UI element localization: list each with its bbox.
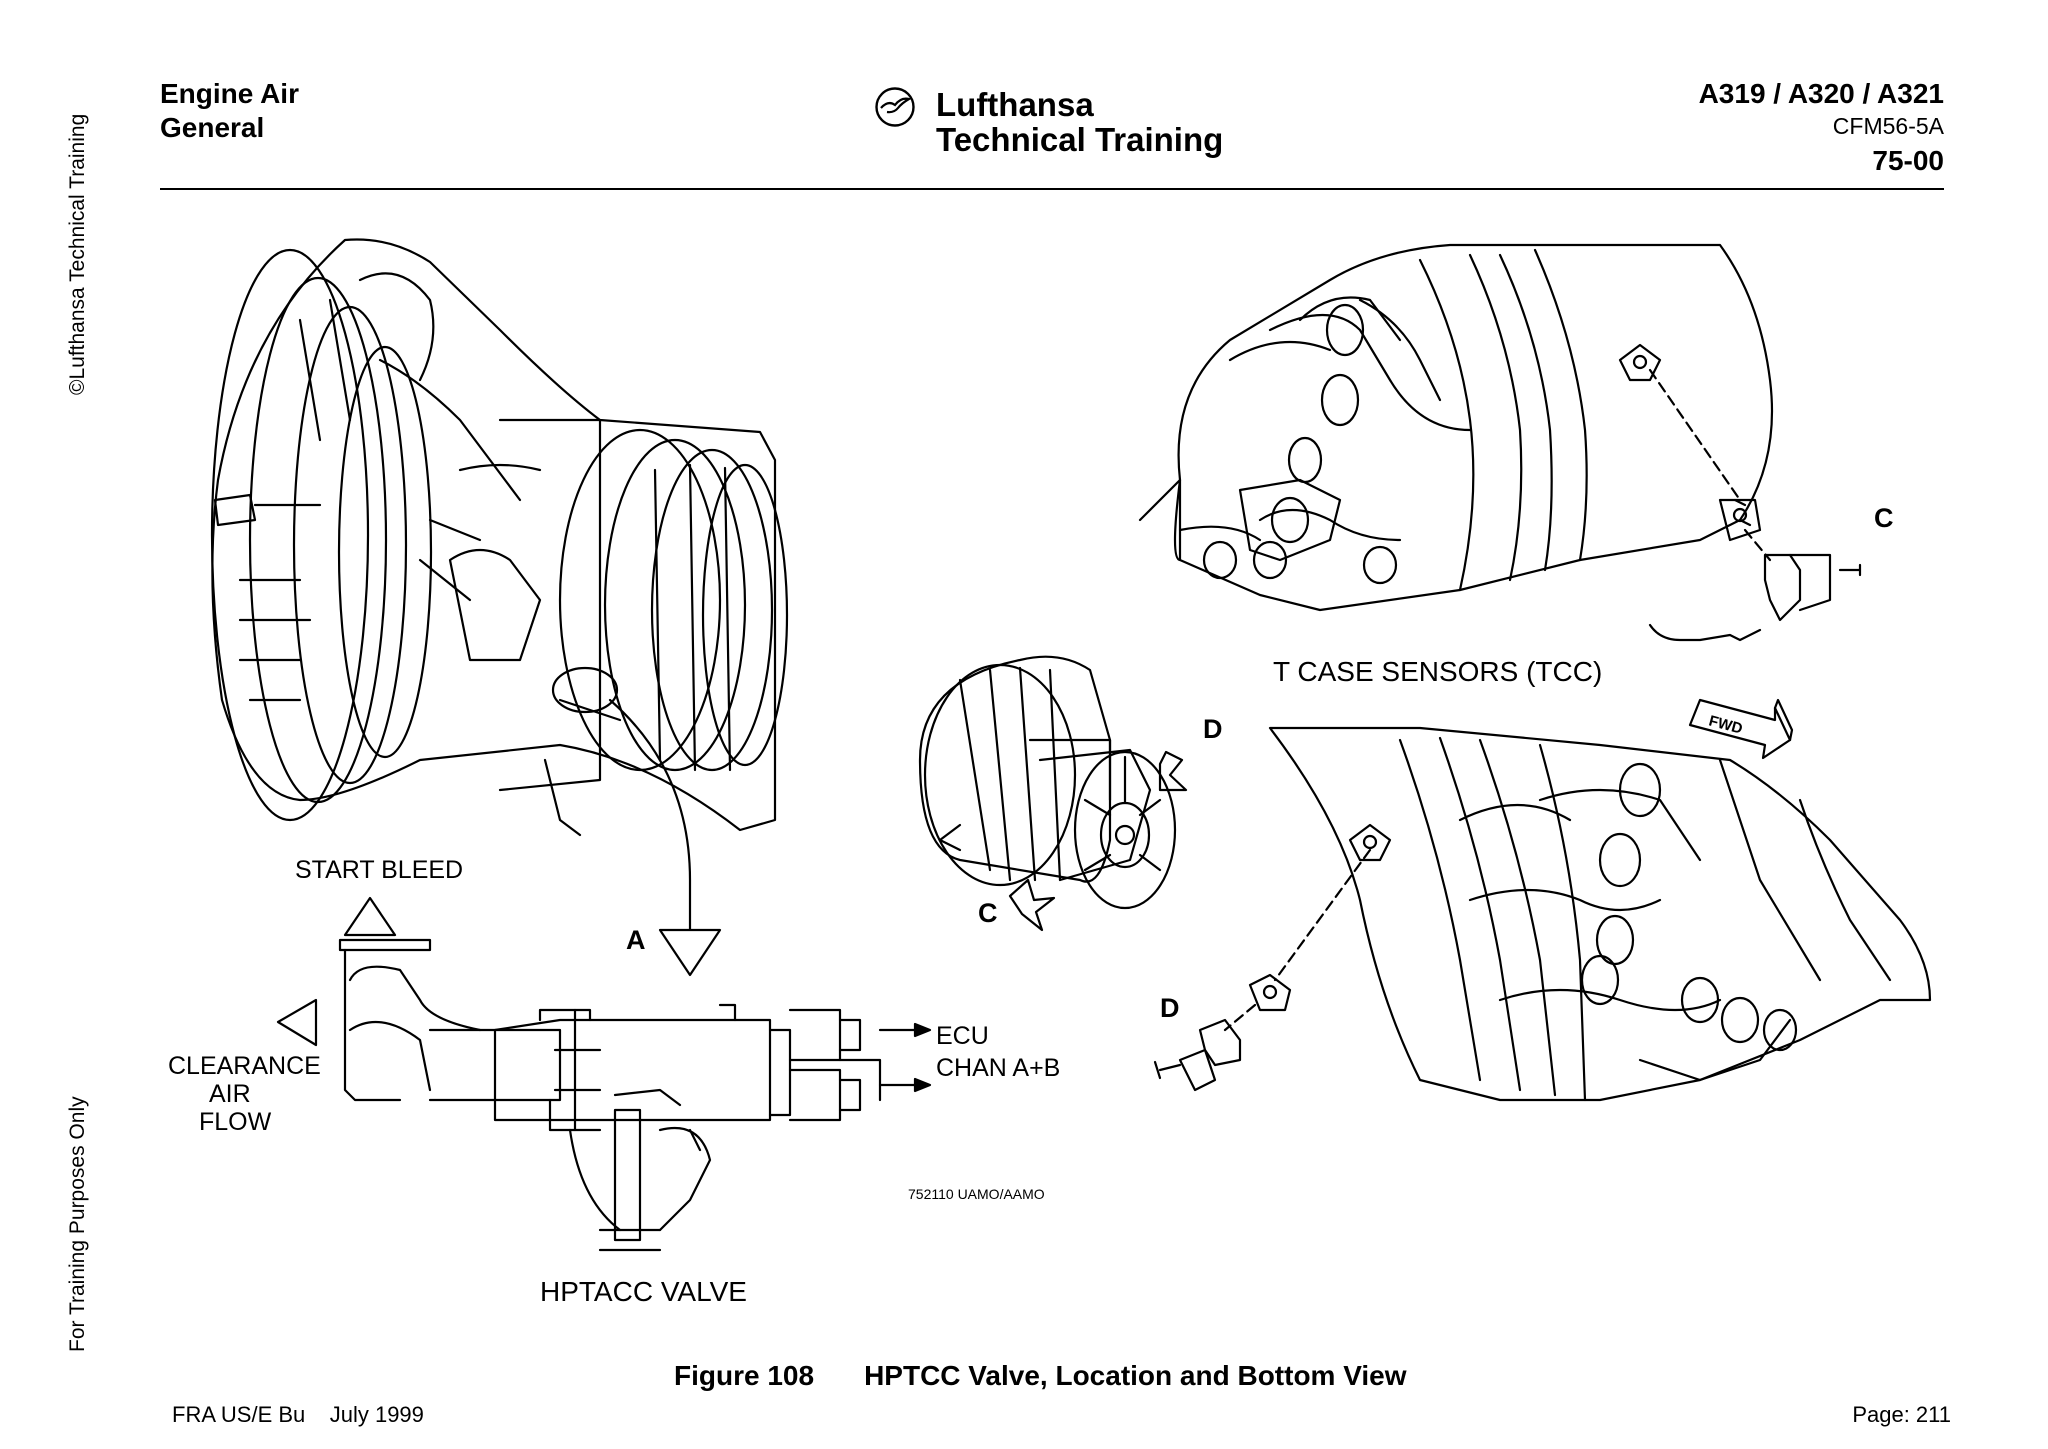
logo-text-line2: Technical Training [936,121,1224,158]
clearance-label-3: FLOW [199,1108,272,1136]
crane-logo-icon [875,87,915,127]
start-bleed-label: START BLEED [295,856,464,884]
callout-arrow-a [608,698,692,932]
page-number: Page: 211 [1852,1402,1951,1427]
figure-number: Figure 108 [674,1360,815,1391]
turbine-case-drawing [918,655,1177,910]
fwd-arrow-icon [1688,698,1794,760]
header-divider [160,188,1944,190]
reference-code: 752110 UAMO/AAMO [908,1186,1045,1202]
clearance-label-2: AIR [209,1080,251,1108]
engine-drawing [210,238,789,837]
ecu-label-1: ECU [936,1022,989,1050]
chapter-title-line2: General [160,112,265,143]
view-label-a: A [626,925,646,955]
tcc-lower-drawing [1153,726,1932,1102]
ata-chapter: 75-00 [1872,145,1944,176]
view-arrow-c [1008,878,1056,932]
clearance-label-1: CLEARANCE [168,1052,321,1080]
lufthansa-logo [874,86,916,133]
view-arrow-d [1158,750,1188,792]
footer-left: FRA US/E Bu July 1999 [172,1402,424,1427]
ecu-label-2: CHAN A+B [936,1054,1061,1082]
figure-title: HPTCC Valve, Location and Bottom View [864,1360,1407,1391]
chapter-title-line1: Engine Air [160,78,299,109]
hptacc-valve-label: HPTACC VALVE [540,1276,747,1307]
view-label-c-right: C [1874,503,1894,533]
figure-caption: Figure 108 HPTCC Valve, Location and Bott… [674,1360,1407,1392]
aircraft-models: A319 / A320 / A321 [1698,78,1944,109]
hptacc-valve-drawing [338,938,882,1252]
start-bleed-triangle-icon [343,896,397,937]
logo-text-line1: Lufthansa [936,86,1094,123]
view-label-d-right: D [1160,993,1180,1023]
clearance-flow-triangle-icon [276,998,318,1047]
view-label-d-middle: D [1203,714,1223,744]
view-label-c-middle: C [978,898,998,928]
tcc-upper-drawing [1138,243,1862,642]
tcc-label: T CASE SENSORS (TCC) [1273,656,1603,687]
engine-type: CFM56-5A [1832,113,1944,139]
